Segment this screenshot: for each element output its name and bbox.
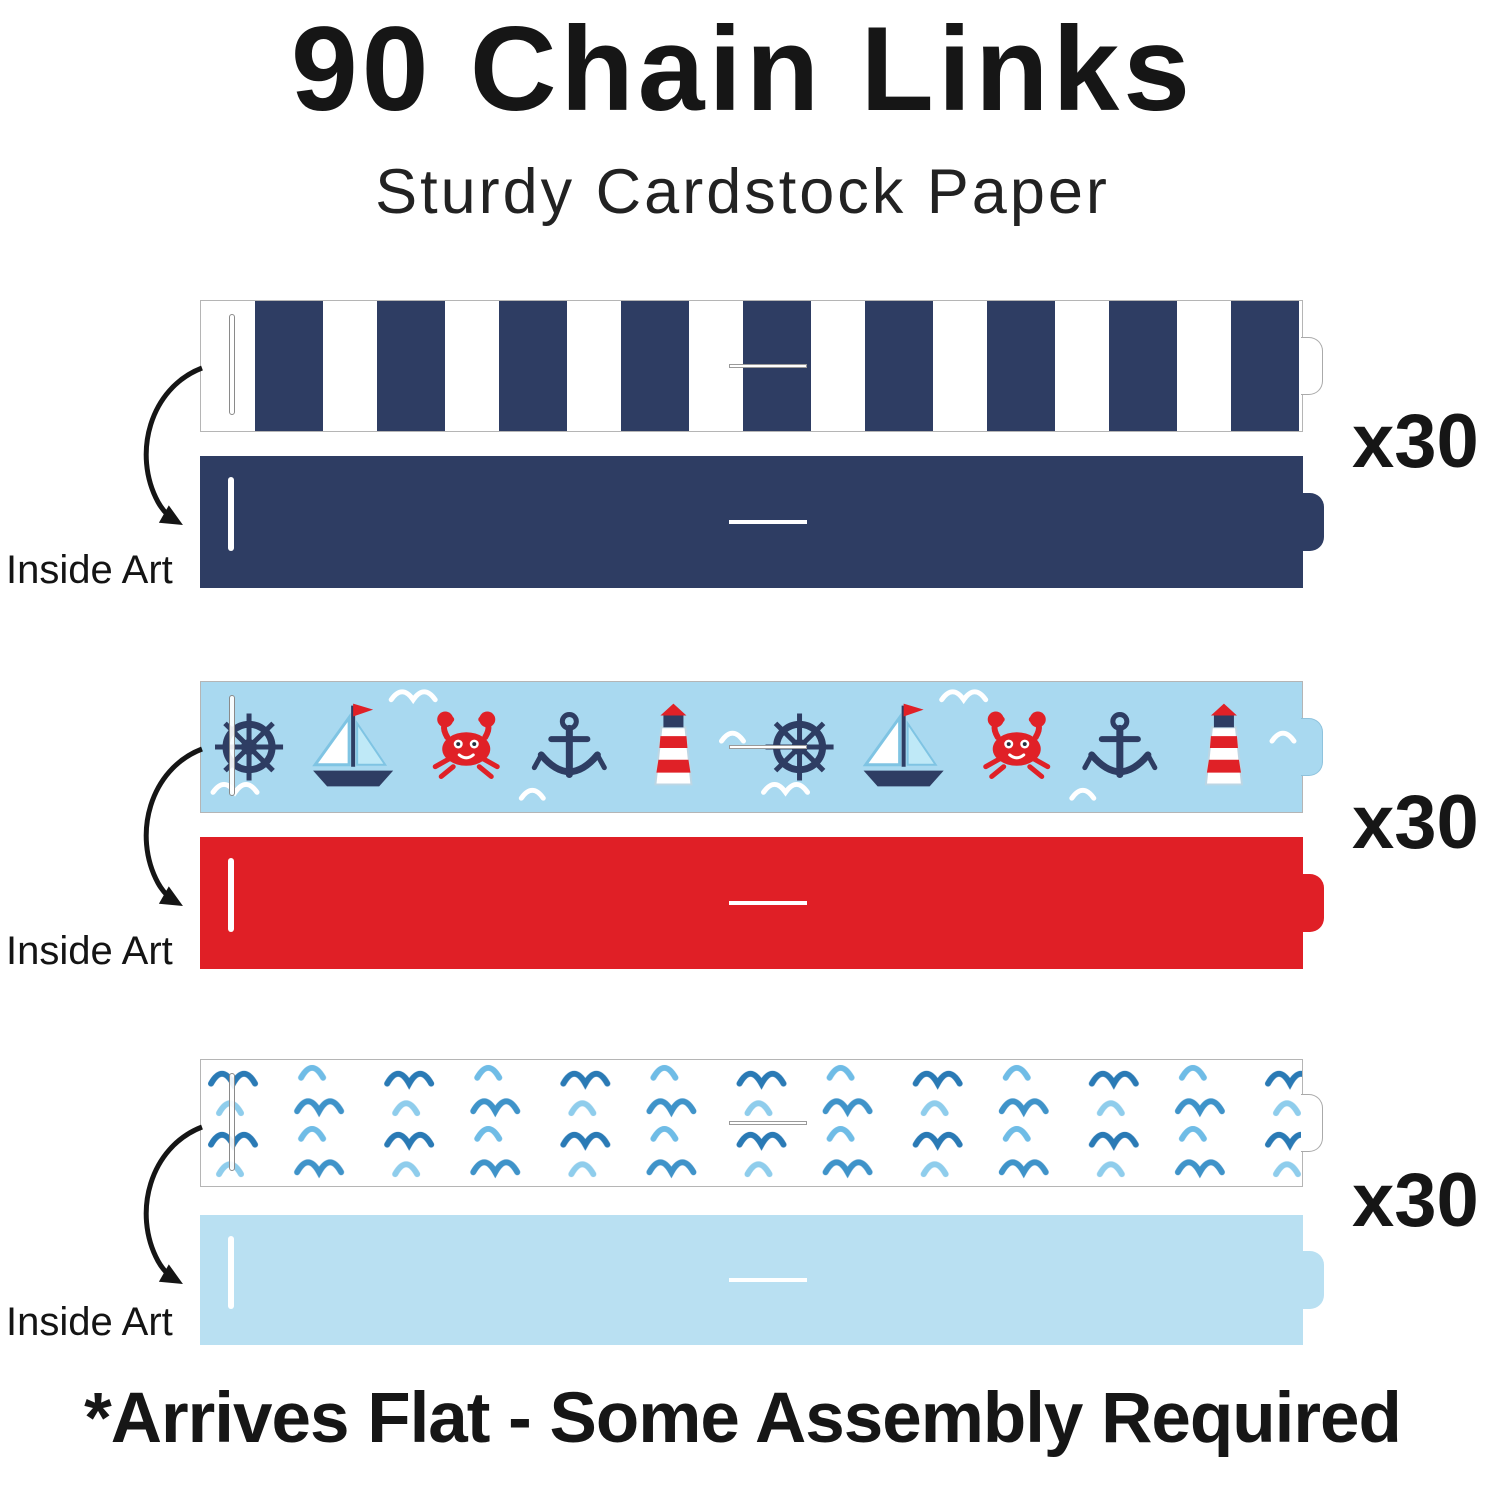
inside-art-label: Inside Art — [6, 548, 173, 592]
inside-strip-red — [200, 837, 1324, 969]
center-slit — [729, 901, 808, 905]
inside-art-arrow — [128, 1121, 228, 1296]
page-subtitle: Sturdy Cardstock Paper — [375, 157, 1110, 227]
left-slit — [229, 314, 235, 416]
inside-strip-navy — [200, 456, 1324, 588]
lock-tab — [1301, 337, 1323, 395]
left-slit — [228, 1235, 234, 1309]
lock-tab — [1302, 1251, 1324, 1309]
center-slit — [729, 520, 808, 524]
left-slit — [228, 477, 234, 552]
left-slit — [229, 1072, 235, 1171]
outside-strip-waves — [200, 1059, 1323, 1187]
assembly-note: *Arrives Flat - Some Assembly Required — [84, 1379, 1402, 1458]
lock-tab — [1301, 1094, 1323, 1152]
center-slit — [729, 364, 808, 368]
left-slit — [228, 858, 234, 933]
count-label: x30 — [1352, 780, 1479, 865]
inside-art-label: Inside Art — [6, 929, 173, 973]
outside-strip-nautical — [200, 681, 1323, 813]
center-slit — [729, 1121, 808, 1125]
outside-strip-stripes — [200, 300, 1323, 432]
inside-strip-lightblue — [200, 1215, 1324, 1345]
inside-art-label: Inside Art — [6, 1300, 173, 1344]
count-label: x30 — [1352, 1158, 1479, 1243]
inside-art-arrow — [128, 362, 228, 537]
center-slit — [729, 745, 808, 749]
lock-tab — [1301, 718, 1323, 776]
inside-art-arrow — [128, 743, 228, 918]
count-label: x30 — [1352, 399, 1479, 484]
lock-tab — [1302, 493, 1324, 551]
page-title: 90 Chain Links — [291, 2, 1194, 136]
center-slit — [729, 1278, 808, 1282]
lock-tab — [1302, 874, 1324, 932]
left-slit — [229, 695, 235, 797]
